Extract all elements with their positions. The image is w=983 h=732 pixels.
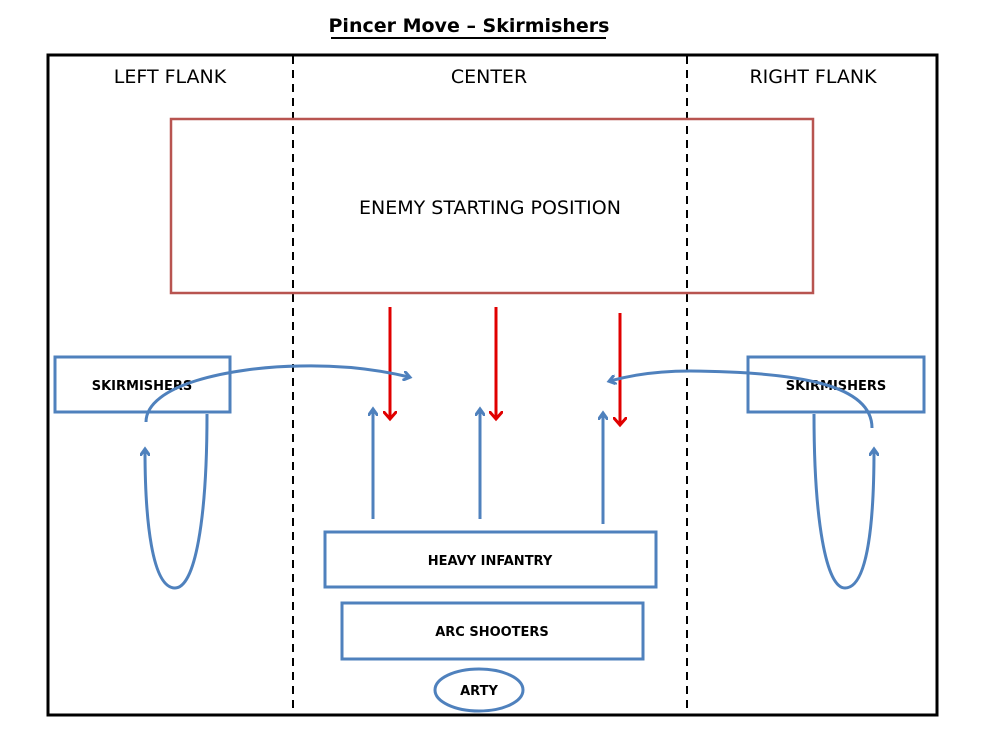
arty-label: ARTY <box>460 684 498 699</box>
zone-label-right-flank: RIGHT FLANK <box>749 66 877 88</box>
left-skirmishers-box <box>53 355 232 414</box>
right-skirmishers-label: SKIRMISHERS <box>786 379 887 394</box>
enemy-starting-position-label: ENEMY STARTING POSITION <box>359 197 621 219</box>
heavy-infantry-label: HEAVY INFANTRY <box>428 554 553 569</box>
zone-label-center: CENTER <box>451 66 527 88</box>
left-skirmishers-flank-arrow <box>144 364 409 423</box>
zone-label-left-flank: LEFT FLANK <box>114 66 227 88</box>
arty-ellipse <box>433 667 525 713</box>
right-skirmishers-loop-arrow <box>812 413 874 590</box>
battlefield-border <box>46 53 939 717</box>
left-skirmishers-loop-arrow <box>145 413 209 590</box>
right-skirmishers-box <box>746 355 926 414</box>
right-skirmishers-flank-arrow <box>610 369 874 429</box>
enemy-starting-position-box <box>169 117 815 295</box>
left-skirmishers-label: SKIRMISHERS <box>92 379 193 394</box>
arc-shooters-label: ARC SHOOTERS <box>435 625 549 640</box>
arc-shooters-box <box>340 601 645 661</box>
diagram-title: Pincer Move – Skirmishers <box>329 15 610 37</box>
heavy-infantry-box <box>323 530 658 589</box>
